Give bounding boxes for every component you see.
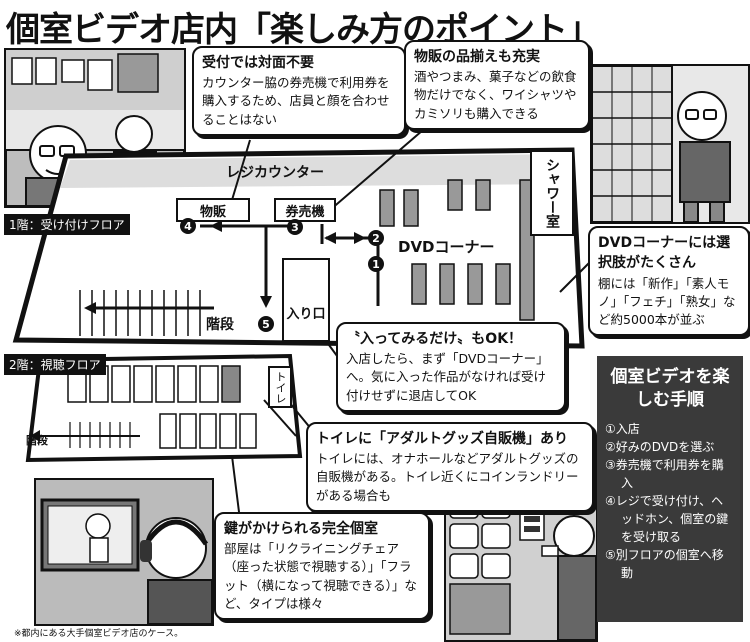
ticket-machine: 券売機 xyxy=(274,198,336,222)
callout-reception-body: カウンター脇の券売機で利用券を購入するため、店員と顔を合わせることはない xyxy=(202,75,390,127)
callout-goods-body: 酒やつまみ、菓子などの飲食物だけでなく、ワイシャツやカミソリも購入できる xyxy=(414,69,577,121)
callout-dvd: DVDコーナーには選択肢がたくさん 棚には「新作」「素人モノ」「フェチ」「熟女」… xyxy=(588,226,750,336)
callout-private-room: 鍵がかけられる完全個室 部屋は「リクライニングチェア（座った状態で視聴する）」「… xyxy=(214,512,430,620)
dvd-shelf-drawing xyxy=(592,66,731,222)
stairs-2f-label: 階段 xyxy=(26,434,48,447)
callout-reception-heading: 受付では対面不要 xyxy=(202,55,314,71)
route-number-4: 4 xyxy=(180,218,196,234)
illustration-dvd-shelf-customer xyxy=(590,64,750,224)
floor2-plan xyxy=(25,353,303,463)
step-item-3: ③券売機で利用券を購入 xyxy=(605,457,724,490)
step-item-1: ①入店 xyxy=(605,421,640,436)
entrance: 入り口 xyxy=(282,258,330,342)
steps-heading: 個室ビデオを楽しむ手順 xyxy=(610,367,730,410)
floor1-label: 1階：受け付けフロア xyxy=(4,214,130,235)
route-number-5: 5 xyxy=(258,316,274,332)
goods-counter-label: 物販 xyxy=(199,204,226,220)
callout-private-room-heading: 鍵がかけられる完全個室 xyxy=(224,521,378,537)
ticket-machine-label: 券売機 xyxy=(285,204,325,220)
callout-toilet: トイレに「アダルトグッズ自販機」あり トイレには、オナホールなどアダルトグッズの… xyxy=(306,422,594,512)
private-room-drawing xyxy=(36,480,212,624)
callout-just-look-body: 入店したら、まず「DVDコーナー」へ。気に入った作品がなければ受け付けせずに退店… xyxy=(346,351,549,403)
callout-private-room-body: 部屋は「リクライニングチェア（座った状態で視聴する）」「フラット（横になって視聴… xyxy=(224,541,417,611)
route-number-1: 1 xyxy=(368,256,384,272)
callout-just-look: 〝入ってみるだけ〟もOK！ 入店したら、まず「DVDコーナー」へ。気に入った作品… xyxy=(336,322,566,412)
callout-dvd-heading: DVDコーナーには選択肢がたくさん xyxy=(598,235,731,272)
step-item-5: ⑤別フロアの個室へ移動 xyxy=(605,547,724,580)
callout-goods: 物販の品揃えも充実 酒やつまみ、菓子などの飲食物だけでなく、ワイシャツやカミソリ… xyxy=(404,40,590,130)
floor1-plan xyxy=(12,147,585,349)
toilet-room: トイレ xyxy=(268,366,292,408)
callout-goods-heading: 物販の品揃えも充実 xyxy=(414,49,540,65)
shower-room-label: シャワー室 xyxy=(544,158,560,228)
route-number-3: 3 xyxy=(287,219,303,235)
floor2-label: 2階：視聴フロア xyxy=(4,354,106,375)
callout-reception: 受付では対面不要 カウンター脇の券売機で利用券を購入するため、店員と顔を合わせる… xyxy=(192,46,406,136)
step-item-2: ②好みのDVDを選ぶ xyxy=(605,439,715,454)
route-number-2: 2 xyxy=(368,230,384,246)
illustration-private-room xyxy=(34,478,214,626)
footnote: ※都内にある大手個室ビデオ店のケース。 xyxy=(14,629,184,639)
register-counter-label: レジカウンター xyxy=(226,165,324,181)
steps-panel: 個室ビデオを楽しむ手順 ①入店 ②好みのDVDを選ぶ ③券売機で利用券を購入 ④… xyxy=(597,356,743,622)
dvd-corner-label: DVDコーナー xyxy=(398,238,495,256)
steps-list: ①入店 ②好みのDVDを選ぶ ③券売機で利用券を購入 ④レジで受け付け、ヘッドホ… xyxy=(605,420,735,582)
shower-room: シャワー室 xyxy=(530,150,574,236)
callout-just-look-heading: 〝入ってみるだけ〟もOK！ xyxy=(346,331,523,347)
callout-toilet-heading: トイレに「アダルトグッズ自販機」あり xyxy=(316,431,568,447)
toilet-label: トイレ xyxy=(274,370,287,404)
callout-dvd-body: 棚には「新作」「素人モノ」「フェチ」「熟女」など約5000本が並ぶ xyxy=(598,275,736,327)
callout-toilet-body: トイレには、オナホールなどアダルトグッズの自販機がある。トイレ近くにコインランド… xyxy=(316,451,579,503)
stairs-1f-label: 階段 xyxy=(206,317,234,333)
entrance-label: 入り口 xyxy=(286,306,326,322)
step-item-4: ④レジで受け付け、ヘッドホン、個室の鍵を受け取る xyxy=(605,493,729,544)
